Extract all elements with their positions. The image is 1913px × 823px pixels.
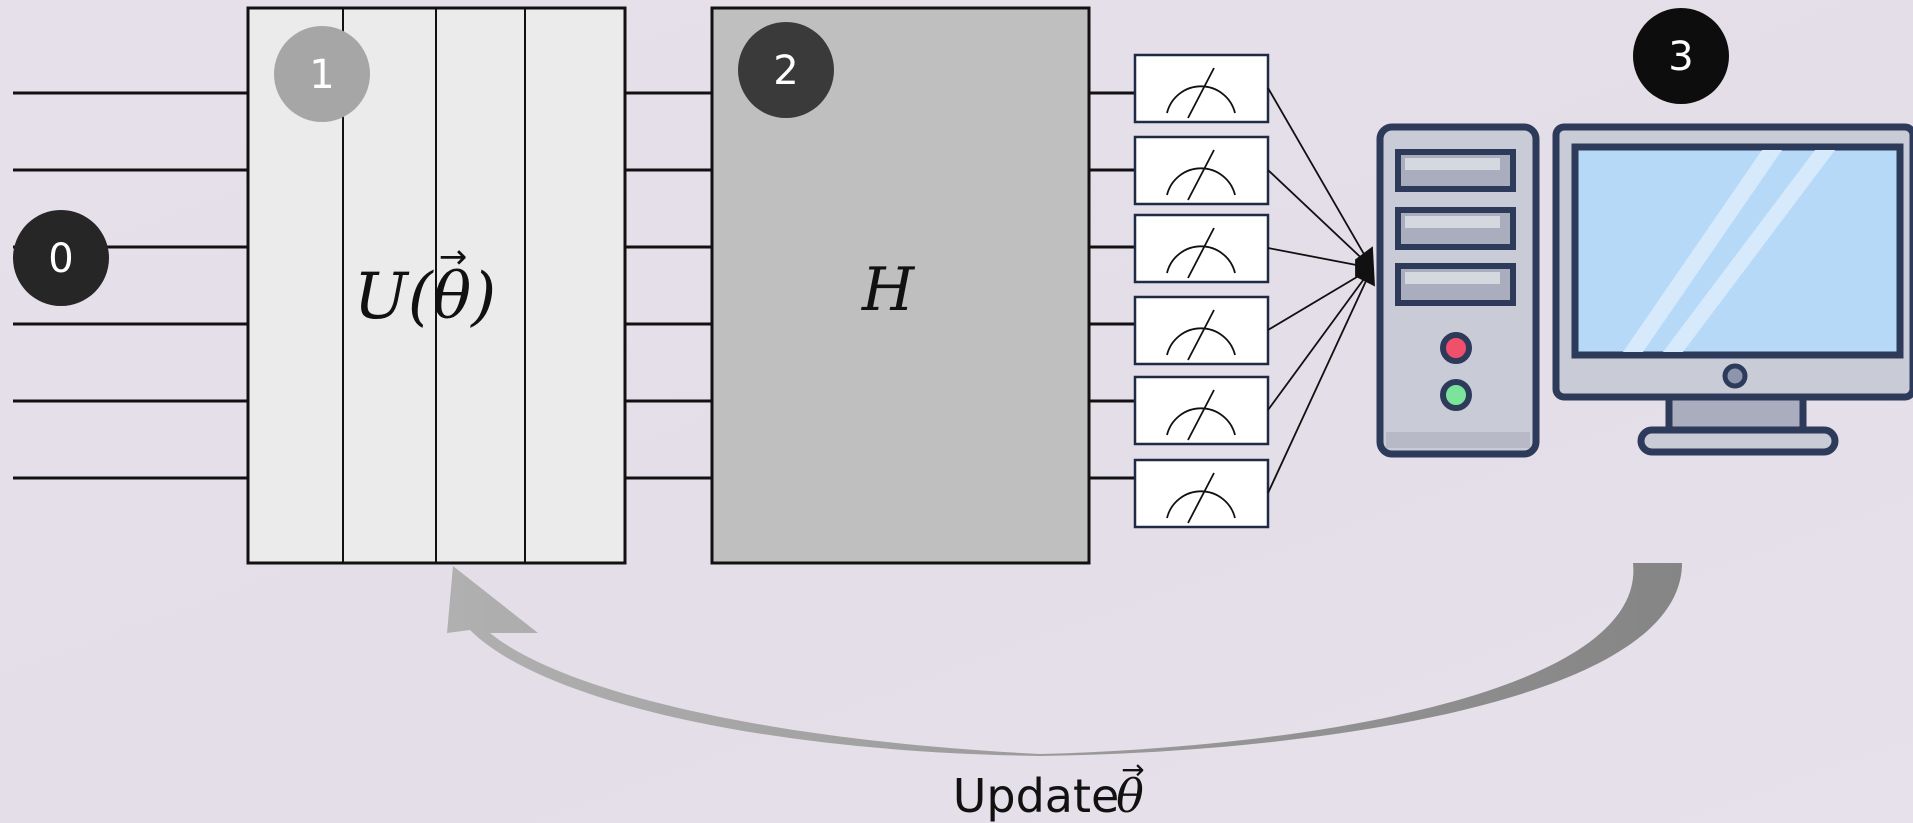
measurement-meter-icon [1133, 135, 1270, 206]
step-badge-2: 2 [738, 22, 834, 118]
step-badge-1: 1 [274, 26, 370, 122]
svg-text:2: 2 [773, 48, 798, 94]
readout-lines [1267, 87, 1375, 494]
measurement-meter-icon [1133, 53, 1270, 124]
svg-text:3: 3 [1668, 34, 1693, 80]
ansatz-label: U(θ) [354, 260, 496, 334]
measurement-meter-icon [1133, 375, 1270, 446]
update-feedback-arrow [447, 563, 1682, 756]
step-badge-0: 0 [13, 210, 109, 306]
svg-text:→: → [1121, 753, 1144, 786]
svg-text:Update: Update [953, 769, 1120, 823]
step-badge-3: 3 [1633, 8, 1729, 104]
svg-text:θ: θ [1116, 769, 1144, 823]
desktop-computer-icon [1376, 123, 1913, 458]
update-caption: Update θ → [953, 753, 1145, 823]
hamiltonian-label: H [861, 255, 916, 325]
measurement-meter-icon [1133, 458, 1270, 529]
svg-text:0: 0 [48, 236, 73, 282]
svg-text:1: 1 [309, 52, 334, 98]
measurement-meter-icon [1133, 213, 1270, 284]
measurement-meter-icon [1133, 295, 1270, 366]
ansatz-theta-arrow: → [439, 237, 468, 277]
measurement-meters [1133, 53, 1270, 529]
